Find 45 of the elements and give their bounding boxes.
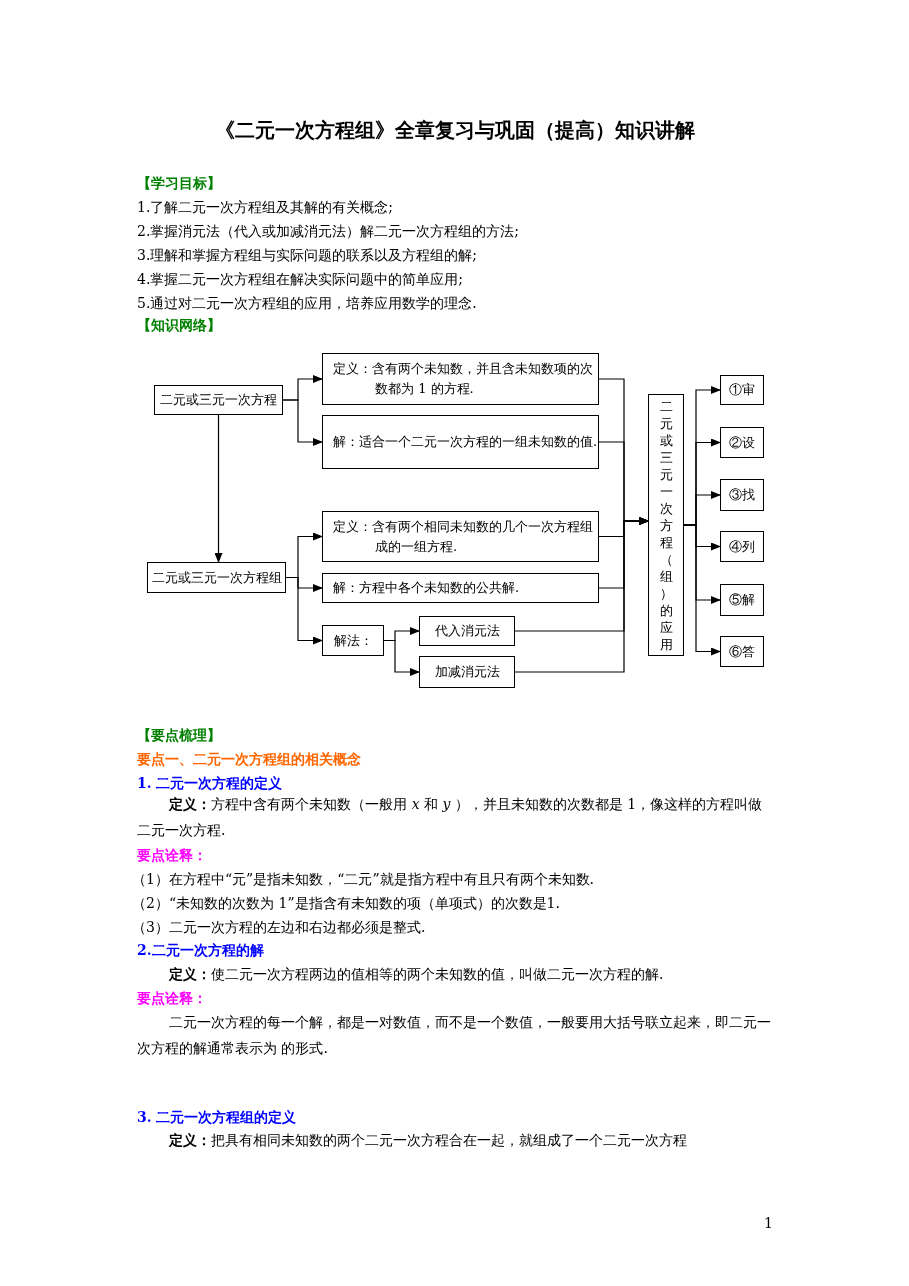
method-box: 解法： bbox=[322, 625, 384, 656]
objective-item: 3.理解和掌握方程组与实际问题的联系以及方程组的解; bbox=[137, 246, 478, 265]
section-heading: 【要点梳理】 bbox=[137, 726, 221, 745]
concept-box: 二元或三元一次方程 bbox=[154, 385, 283, 415]
subsection-heading: 2.二元一次方程的解 bbox=[137, 941, 264, 960]
note-heading: 要点诠释： bbox=[137, 846, 207, 865]
step-box: ②设 bbox=[720, 427, 764, 458]
arrow bbox=[383, 639, 420, 676]
step-box: ③找 bbox=[720, 479, 764, 511]
objective-item: 4.掌握二元一次方程组在解决实际问题中的简单应用; bbox=[137, 270, 464, 289]
section-heading: 【学习目标】 bbox=[137, 174, 221, 193]
step-box: ①审 bbox=[720, 375, 764, 405]
arrow bbox=[214, 414, 223, 563]
arrow bbox=[282, 399, 323, 446]
arrow bbox=[514, 517, 649, 673]
note-item: （1）在方程中“元”是指未知数，“二元”就是指方程中有且只有两个未知数. bbox=[132, 870, 594, 889]
subsection-heading: 3. 二元一次方程组的定义 bbox=[137, 1108, 297, 1127]
paragraph: 定义：方程中含有两个未知数（一般用 x 和 y ），并且未知数的次数都是 1，像这样的方程叫做二元一次方程. bbox=[137, 795, 764, 840]
paragraph: 二元一次方程的每一个解，都是一对数值，而不是一个数值，一般要用大括号联立起来，即二元一次方程的解通常表示为 的形式. bbox=[137, 1013, 773, 1058]
application-box: 二元或三元一次方程（组）的应用 bbox=[648, 394, 684, 656]
definition-box: 定义：含有两个相同未知数的几个一次方程组成的一组方程. bbox=[322, 511, 599, 562]
note-item: （2）“未知数的次数为 1”是指含有未知数的项（单项式）的次数是1. bbox=[132, 894, 560, 913]
arrow bbox=[683, 524, 721, 656]
definition-box: 解：方程中各个未知数的公共解. bbox=[322, 573, 599, 603]
title: 《二元一次方程组》全章复习与巩固（提高）知识讲解 bbox=[213, 117, 696, 144]
section-heading: 【知识网络】 bbox=[137, 316, 221, 335]
objective-item: 2.掌握消元法（代入或加减消元法）解二元一次方程组的方法; bbox=[137, 222, 520, 241]
arrow bbox=[285, 576, 323, 645]
note-item: （3）二元一次方程的左边和右边都必须是整式. bbox=[132, 918, 426, 937]
step-box: ⑤解 bbox=[720, 584, 764, 616]
step-box: ⑥答 bbox=[720, 636, 764, 667]
definition-text: 定义：把具有相同未知数的两个二元一次方程合在一起，就组成了一个二元一次方程 bbox=[168, 1131, 687, 1150]
objective-item: 1.了解二元一次方程组及其解的有关概念; bbox=[137, 198, 394, 217]
definition-box: 定义：含有两个未知数，并且含未知数项的次数都为 1 的方程. bbox=[322, 353, 599, 405]
definition-box: 解：适合一个二元一次方程的一组未知数的值. bbox=[322, 415, 599, 469]
concept-box: 二元或三元一次方程组 bbox=[147, 562, 286, 593]
note-heading: 要点诠释： bbox=[137, 989, 207, 1008]
page-number: 1 bbox=[764, 1214, 773, 1233]
subsection-heading: 1. 二元一次方程的定义 bbox=[137, 774, 283, 793]
definition-text: 定义：使二元一次方程两边的值相等的两个未知数的值，叫做二元一次方程的解. bbox=[168, 965, 664, 984]
objective-item: 5.通过对二元一次方程组的应用，培养应用数学的理念. bbox=[137, 294, 477, 313]
key-point-heading: 要点一、二元一次方程组的相关概念 bbox=[137, 750, 361, 769]
method-box: 代入消元法 bbox=[419, 616, 515, 646]
method-box: 加减消元法 bbox=[419, 656, 515, 688]
step-box: ④列 bbox=[720, 531, 764, 562]
